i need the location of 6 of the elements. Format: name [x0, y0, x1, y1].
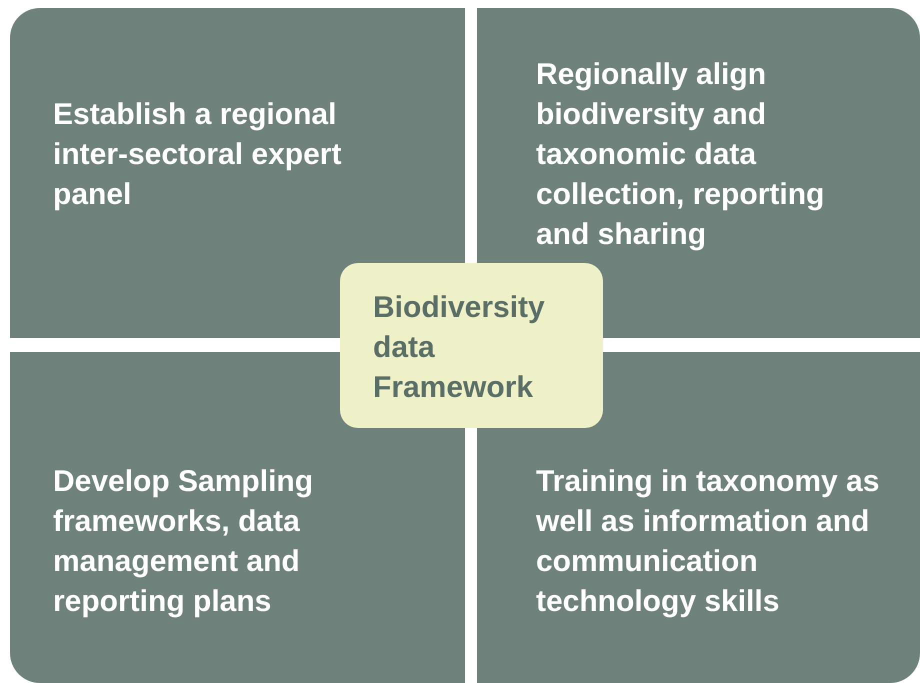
panel-text: Establish a regional inter-sectoral expert panel [53, 97, 342, 213]
center-box [340, 263, 603, 428]
panel-text: Develop Sampling frameworks, data management and reporting plans [53, 464, 314, 620]
center-title: Biodiversity data Framework [373, 290, 546, 406]
panel-text: Training in taxonomy as well as information and communication technology skills [536, 464, 880, 620]
panel-text: Regionally align biodiversity and taxonomic data collection, reporting and sharing [536, 57, 826, 253]
